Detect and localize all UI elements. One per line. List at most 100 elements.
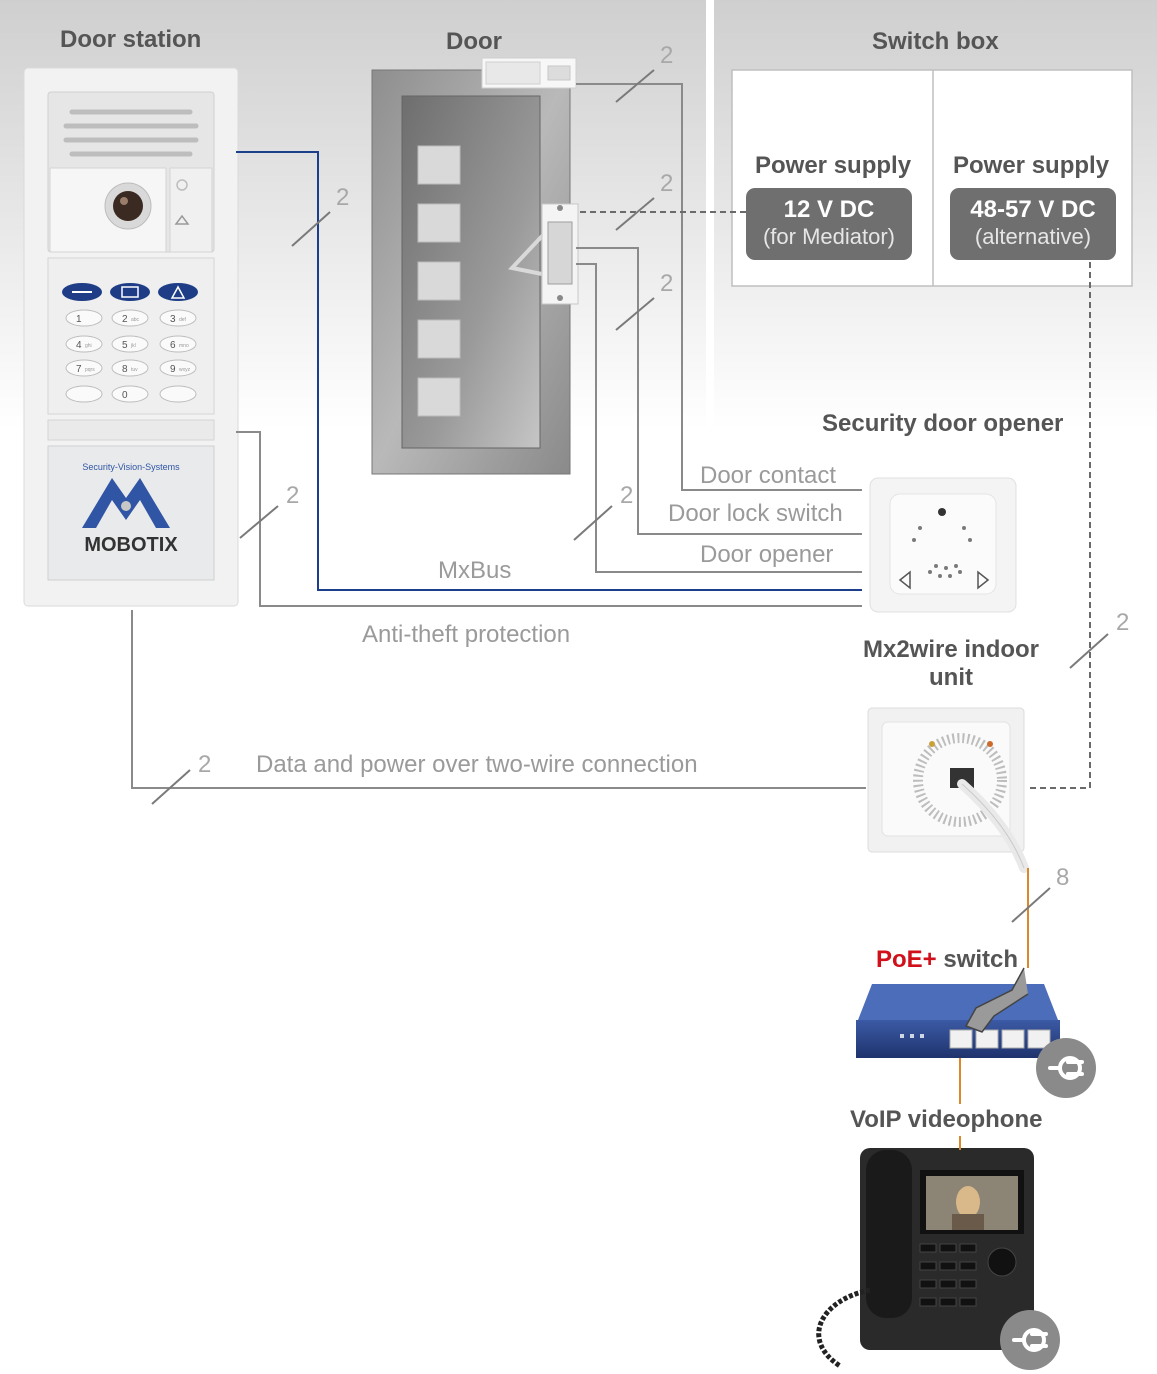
power-supply-1-label: Power supply xyxy=(755,152,912,179)
keypad-key-letters: wxyz xyxy=(179,367,191,373)
keypad-key xyxy=(111,335,149,353)
brand-name: MOBOTIX xyxy=(84,534,178,556)
count-door-contact: 2 xyxy=(660,42,674,69)
door xyxy=(371,57,579,475)
count-opener: 2 xyxy=(660,270,674,297)
keypad-key xyxy=(159,309,197,327)
count-power-alt: 2 xyxy=(1116,609,1130,636)
keypad-key-letters: mno xyxy=(179,343,189,349)
switch-ports xyxy=(949,1029,1051,1049)
power-plug-icon xyxy=(1036,1038,1096,1098)
label-mxbus: MxBus xyxy=(438,557,512,584)
keypad-key xyxy=(65,359,103,377)
count-lock-switch: 2 xyxy=(660,170,674,197)
speaker-holes xyxy=(912,526,972,578)
switch-label: switch xyxy=(936,946,1019,973)
bell-icon-button xyxy=(158,283,198,301)
title-indoor-unit-line1: Mx2wire indoor xyxy=(862,636,1040,663)
brand-tagline: Security-Vision-Systems xyxy=(82,462,180,472)
camera-lens-icon xyxy=(113,191,143,221)
wiring xyxy=(131,69,1109,1150)
rj45-plug-icon xyxy=(964,967,1029,1033)
count-anti-theft: 2 xyxy=(286,482,300,509)
door-glass-panes xyxy=(417,145,461,417)
door-latch xyxy=(508,232,553,278)
keypad-key xyxy=(159,359,197,377)
keypad-key-digit: 9 xyxy=(170,364,176,375)
right-button-icon xyxy=(977,570,990,590)
info-light-icon xyxy=(176,179,188,191)
keypad-key xyxy=(159,385,197,403)
bell-small-icon xyxy=(170,285,186,299)
keypad-key-letters: jkl xyxy=(130,343,136,349)
keypad-key-letters: pqrs xyxy=(85,367,95,373)
count-door-opener-group: 2 xyxy=(620,482,634,509)
keypad-key xyxy=(111,309,149,327)
keypad-key-digit: 7 xyxy=(76,364,82,375)
two-wire-connection xyxy=(131,610,866,789)
keypad-key-letters: tuv xyxy=(131,367,138,373)
mxbus-wire xyxy=(236,151,862,591)
count-two-wire: 2 xyxy=(198,751,212,778)
label-two-wire: Data and power over two-wire connection xyxy=(256,751,698,778)
mx2wire-indoor-unit xyxy=(867,707,1029,873)
keypad-key xyxy=(159,335,197,353)
keypad-key-digit: 8 xyxy=(122,364,128,375)
poe-switch-device xyxy=(856,967,1096,1098)
mail-icon-button xyxy=(110,283,150,301)
label-door-contact: Door contact xyxy=(700,462,837,489)
label-door-opener: Door opener xyxy=(700,541,834,568)
poe-label: PoE+ xyxy=(876,946,937,973)
keypad-key xyxy=(111,385,149,403)
keypad-key-letters: abc xyxy=(131,317,140,323)
status-led-icon-2 xyxy=(987,741,993,747)
camera-dot-icon xyxy=(938,508,946,516)
wire-count-ticks xyxy=(151,69,1109,923)
handset-cord xyxy=(816,1287,871,1369)
left-button-icon xyxy=(898,570,911,590)
keypad-key-digit: 4 xyxy=(76,340,82,351)
power-supply-12v-box: 12 V DC (for Mediator) xyxy=(746,188,912,260)
label-door-lock-switch: Door lock switch xyxy=(668,500,843,527)
door-contact-wire xyxy=(576,83,862,491)
power-supply-2-voltage: 48-57 V DC xyxy=(970,196,1096,223)
status-led-icon xyxy=(929,741,935,747)
count-mxbus: 2 xyxy=(336,184,350,211)
count-network: 8 xyxy=(1056,864,1070,891)
title-poe-switch: PoE+ switch xyxy=(876,946,1018,974)
title-switch-box: Switch box xyxy=(872,28,999,55)
keypad-key-digit: 5 xyxy=(122,340,128,351)
bell-icon xyxy=(174,214,190,225)
keypad-key xyxy=(65,385,103,403)
power-supply-1-note: (for Mediator) xyxy=(762,224,896,249)
phone-keypad xyxy=(919,1243,1017,1307)
keypad-key-digit: 6 xyxy=(170,340,176,351)
switch-leds xyxy=(900,1034,924,1038)
door-opener-wire xyxy=(576,263,862,573)
power-supply-2-note: (alternative) xyxy=(974,224,1092,249)
keypad-key xyxy=(65,335,103,353)
keypad-key-letters: ghi xyxy=(85,343,92,349)
speaker-grille xyxy=(63,109,199,157)
power-plug-icon-2 xyxy=(1000,1310,1060,1370)
voip-videophone-device xyxy=(816,1148,1060,1370)
keypad-key-digit: 1 xyxy=(76,314,82,325)
power-supply-48v-box: 48-57 V DC (alternative) xyxy=(950,188,1116,260)
mail-icon xyxy=(121,286,139,298)
security-door-opener-device xyxy=(869,477,1017,613)
handset xyxy=(866,1150,912,1318)
keypad-key xyxy=(111,359,149,377)
title-door-station: Door station xyxy=(60,26,202,53)
power-supply-1-voltage: 12 V DC xyxy=(783,196,875,223)
keypad-key-digit: 2 xyxy=(122,314,128,325)
power-48v-wire xyxy=(1030,262,1091,789)
keypad-key-letters: def xyxy=(179,317,187,323)
title-voip: VoIP videophone xyxy=(850,1106,1043,1133)
keypad-key xyxy=(65,309,103,327)
power-supply-2-label: Power supply xyxy=(953,152,1110,179)
door-station-lower xyxy=(47,419,215,581)
title-security-door-opener: Security door opener xyxy=(822,410,1064,437)
keypad-key-digit: 0 xyxy=(122,390,128,401)
anti-theft-wire xyxy=(236,431,862,607)
